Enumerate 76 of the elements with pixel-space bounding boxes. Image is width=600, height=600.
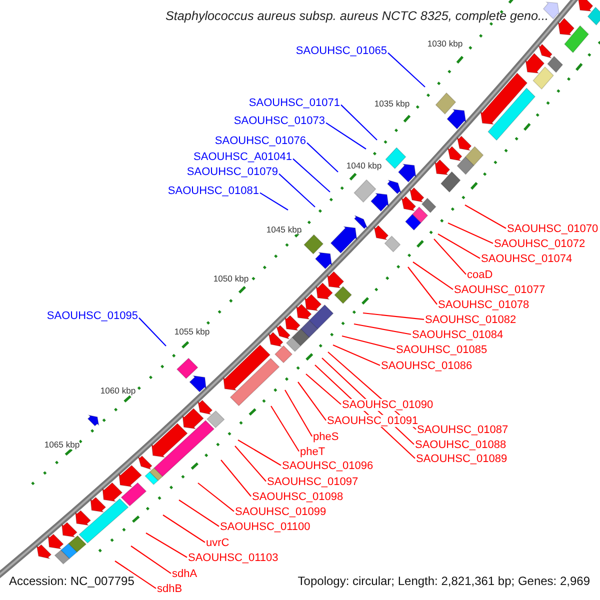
leader-line <box>340 104 378 140</box>
gene-label: SAOUHSC_01065 <box>296 44 387 58</box>
leader-line <box>234 446 266 482</box>
gene-label: SAOUHSC_01096 <box>282 460 374 472</box>
leader-line <box>354 323 412 335</box>
leader-line <box>326 122 366 150</box>
gene-label: SAOUHSC_01077 <box>454 284 546 296</box>
leader-line <box>464 204 506 229</box>
leader-line <box>342 335 396 350</box>
leader-line <box>162 514 206 543</box>
gene-label: SAOUHSC_01071 <box>248 96 340 110</box>
leader-line <box>146 532 188 558</box>
gene-label: pheS <box>313 430 339 444</box>
gene-label: SAOUHSC_A01041 <box>194 150 292 164</box>
scale-label: 1060 kbp <box>100 386 136 396</box>
gene-label: SAOUHSC_01070 <box>507 222 598 236</box>
scale-label: 1045 kbp <box>266 225 302 235</box>
leader-line <box>292 158 330 192</box>
leader-line <box>138 317 166 346</box>
scale-label: 1055 kbp <box>174 327 210 337</box>
gene-label: SAOUHSC_01099 <box>235 506 326 518</box>
gene-label: SAOUHSC_01076 <box>214 134 306 148</box>
gene-label: SAOUHSC_01095 <box>46 310 138 322</box>
gene-label: SAOUHSC_01087 <box>417 424 508 436</box>
leader-line <box>278 173 316 208</box>
leader-line <box>412 262 454 290</box>
gene-label: SAOUHSC_01079 <box>186 166 278 178</box>
gene-label: SAOUHSC_01072 <box>494 238 586 250</box>
leader-line <box>408 266 438 305</box>
gene-label: pheT <box>300 446 326 458</box>
gene-label: SAOUHSC_01097 <box>267 476 358 488</box>
leader-line <box>448 222 494 244</box>
leader-line <box>306 142 338 172</box>
gene-label: SAOUHSC_01098 <box>252 490 344 504</box>
gene-label: SAOUHSC_01091 <box>327 414 418 428</box>
gene-label: coaD <box>467 268 493 282</box>
gene-label: SAOUHSC_01082 <box>425 314 516 326</box>
leader-line <box>332 344 380 366</box>
scale-label: 1030 kbp <box>427 39 463 49</box>
gene-label: SAOUHSC_01086 <box>381 360 472 372</box>
genome-stats-text: Topology: circular; Length: 2,821,361 bp; Genes: 2,969 <box>298 575 590 588</box>
gene-label: SAOUHSC_01074 <box>481 252 572 266</box>
leader-line <box>178 500 220 527</box>
leader-line <box>114 560 156 589</box>
gene-label: SAOUHSC_01078 <box>438 298 530 312</box>
leader-line <box>434 238 466 275</box>
leader-line <box>306 374 342 405</box>
gene-label: sdhA <box>172 568 198 580</box>
scale-label: 1050 kbp <box>213 274 249 284</box>
gene-label: sdhB <box>157 582 182 596</box>
leader-line <box>270 406 300 452</box>
gene-label: SAOUHSC_01100 <box>220 520 310 534</box>
scale-label: 1035 kbp <box>374 99 410 109</box>
gene-label: SAOUHSC_01073 <box>234 114 325 128</box>
gene-label: SAOUHSC_01088 <box>415 438 506 452</box>
leader-line <box>438 234 480 259</box>
scale-label: 1065 kbp <box>44 440 80 450</box>
leader-line <box>284 390 312 437</box>
leader-line <box>298 382 326 421</box>
gene-label: SAOUHSC_01084 <box>412 328 504 342</box>
gene-label: SAOUHSC_01081 <box>168 184 259 198</box>
map-title: Staphylococcus aureus subsp. aureus NCTC 8325, complete geno... <box>166 10 548 24</box>
gene-label: uvrC <box>206 536 230 550</box>
accession-text: Accession: NC_007795 <box>9 575 134 588</box>
leader-line <box>220 460 252 497</box>
leader-line <box>362 312 424 320</box>
scale-label: 1040 kbp <box>346 161 382 171</box>
leader-line <box>260 192 288 210</box>
leader-line <box>238 440 282 466</box>
leader-line <box>388 52 426 88</box>
leader-line <box>130 546 172 574</box>
gene-label: SAOUHSC_01090 <box>342 398 434 412</box>
gene-label: SAOUHSC_01103 <box>188 552 278 564</box>
gene-label: SAOUHSC_01089 <box>416 452 508 466</box>
gene-label: SAOUHSC_01085 <box>396 344 488 356</box>
leader-line <box>198 482 234 512</box>
